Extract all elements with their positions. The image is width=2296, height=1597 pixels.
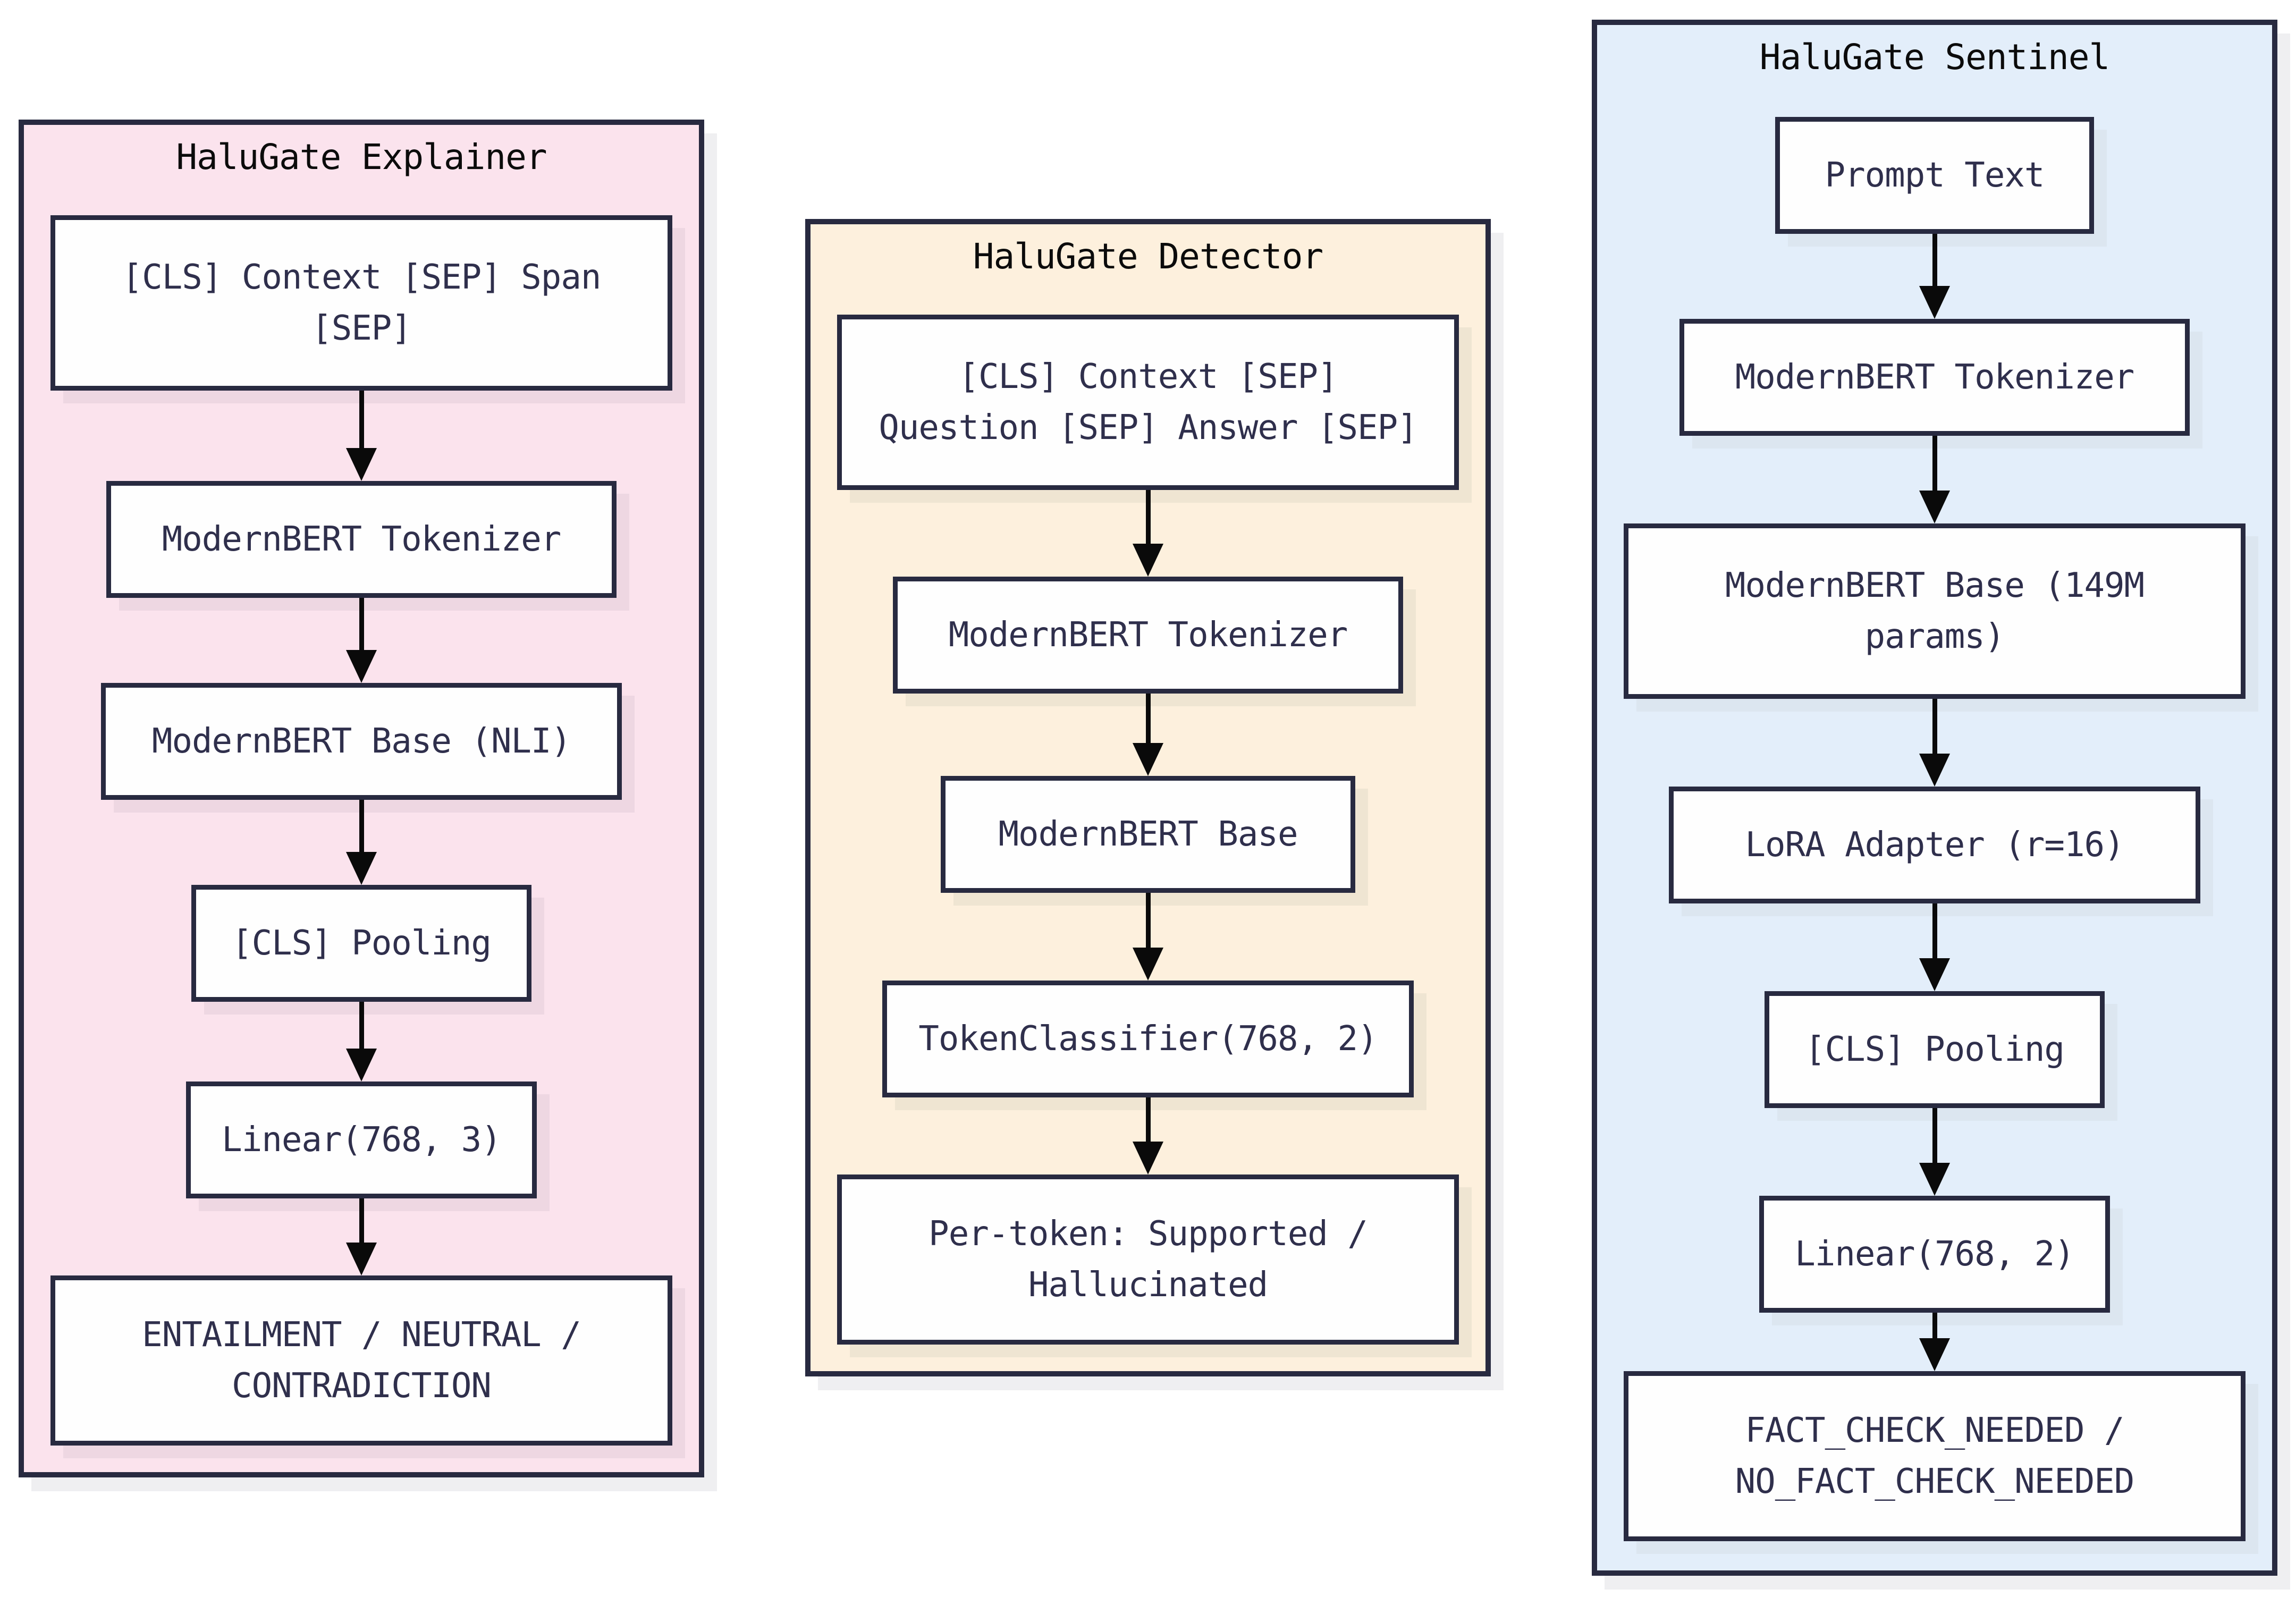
down-arrow (346, 1198, 377, 1275)
node-linear-768-3: Linear(768, 3) (186, 1081, 537, 1198)
node-cls-context-question-answer: [CLS] Context [SEP] Question [SEP] Answe… (837, 315, 1459, 490)
down-arrow (346, 598, 377, 683)
down-arrow (1133, 490, 1163, 577)
down-arrow (1133, 694, 1163, 776)
down-arrow (1919, 699, 1950, 787)
down-arrow (1919, 1313, 1950, 1371)
down-arrow (346, 1002, 377, 1081)
panel-title-explainer: HaluGate Explainer (176, 137, 547, 178)
down-arrow (1133, 893, 1163, 981)
node-linear-768-2: Linear(768, 2) (1759, 1196, 2110, 1313)
node-detector-modernbert-tokenizer: ModernBERT Tokenizer (893, 577, 1403, 694)
panel-title-sentinel: HaluGate Sentinel (1759, 37, 2111, 78)
down-arrow (346, 800, 377, 885)
node-sentinel-cls-pooling: [CLS] Pooling (1765, 991, 2105, 1108)
node-prompt-text: Prompt Text (1775, 117, 2094, 234)
down-arrow (1919, 1108, 1950, 1196)
node-tokenclassifier-768-2: TokenClassifier(768, 2) (882, 981, 1414, 1097)
panel-title-detector: HaluGate Detector (973, 236, 1324, 277)
down-arrow (1919, 903, 1950, 991)
node-cls-context-sep-span: [CLS] Context [SEP] Span [SEP] (50, 215, 672, 391)
node-explainer-cls-pooling: [CLS] Pooling (191, 885, 531, 1002)
node-explainer-modernbert-tokenizer: ModernBERT Tokenizer (106, 481, 617, 598)
node-lora-adapter-r16: LoRA Adapter (r=16) (1669, 787, 2200, 903)
down-arrow (1919, 234, 1950, 319)
node-per-token-supported-hallucinated: Per-token: Supported / Hallucinated (837, 1174, 1459, 1345)
node-entailment-neutral-contradiction: ENTAILMENT / NEUTRAL / CONTRADICTION (50, 1275, 672, 1446)
down-arrow (346, 391, 377, 481)
down-arrow (1133, 1097, 1163, 1174)
node-detector-modernbert-base: ModernBERT Base (941, 776, 1355, 893)
down-arrow (1919, 436, 1950, 523)
node-fact-check-needed: FACT_CHECK_NEEDED / NO_FACT_CHECK_NEEDED (1624, 1371, 2246, 1541)
node-sentinel-modernbert-tokenizer: ModernBERT Tokenizer (1679, 319, 2190, 436)
node-modernbert-base-149m: ModernBERT Base (149M params) (1624, 523, 2246, 699)
node-modernbert-base-nli: ModernBERT Base (NLI) (101, 683, 622, 800)
